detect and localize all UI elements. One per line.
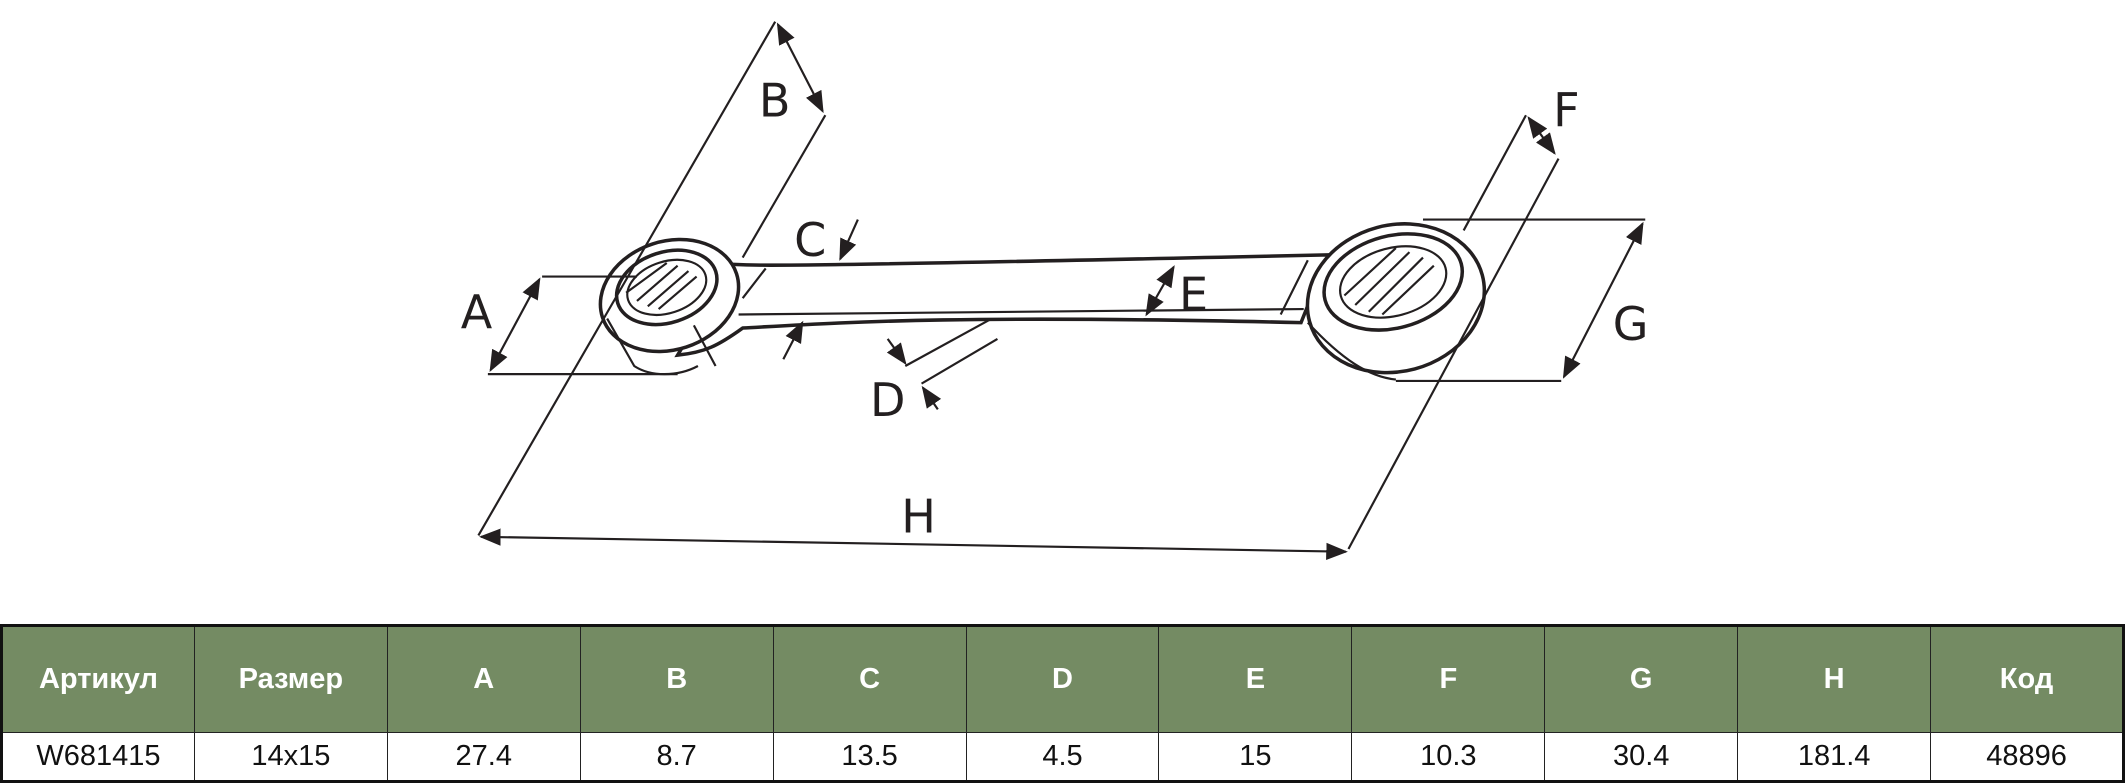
cell-g: 30.4 bbox=[1544, 732, 1739, 782]
header-d: D bbox=[965, 625, 1160, 733]
cell-f: 10.3 bbox=[1351, 732, 1546, 782]
cell-article: W681415 bbox=[1, 732, 195, 782]
header-f: F bbox=[1351, 625, 1546, 733]
dimension-label-f: F bbox=[1553, 83, 1580, 137]
wrench-drawing bbox=[598, 222, 1487, 381]
right-ring-head bbox=[1279, 222, 1487, 381]
header-h: H bbox=[1737, 625, 1932, 733]
dimension-lines bbox=[477, 21, 1646, 561]
header-b: B bbox=[579, 625, 774, 733]
dimension-label-d: D bbox=[870, 373, 905, 427]
cell-size: 14x15 bbox=[193, 732, 388, 782]
header-e: E bbox=[1158, 625, 1353, 733]
dimension-label-c: C bbox=[794, 213, 826, 267]
dimension-label-e: E bbox=[1179, 267, 1208, 321]
dimension-label-a: A bbox=[461, 285, 493, 339]
dimension-label-g: G bbox=[1613, 297, 1649, 351]
header-size: Размер bbox=[193, 625, 388, 733]
header-c: C bbox=[772, 625, 967, 733]
table-row: W681415 14x15 27.4 8.7 13.5 4.5 15 10.3 … bbox=[1, 732, 2124, 782]
table-header-row: Артикул Размер A B C D E F G H Код bbox=[1, 625, 2124, 733]
cell-code: 48896 bbox=[1930, 732, 2124, 782]
wrench-dimension-diagram: A B C D E F G H bbox=[461, 21, 1649, 561]
cell-d: 4.5 bbox=[965, 732, 1160, 782]
dimension-label-h: H bbox=[901, 490, 936, 544]
header-a: A bbox=[386, 625, 581, 733]
cell-b: 8.7 bbox=[579, 732, 774, 782]
specifications-table: Артикул Размер A B C D E F G H Код W6814… bbox=[0, 624, 2125, 783]
header-g: G bbox=[1544, 625, 1739, 733]
cell-a: 27.4 bbox=[386, 732, 581, 782]
cell-e: 15 bbox=[1158, 732, 1353, 782]
cell-h: 181.4 bbox=[1737, 732, 1932, 782]
left-ring-head bbox=[598, 237, 767, 376]
cell-c: 13.5 bbox=[772, 732, 967, 782]
header-code: Код bbox=[1930, 625, 2124, 733]
dimension-label-b: B bbox=[759, 74, 791, 128]
header-article: Артикул bbox=[1, 625, 195, 733]
